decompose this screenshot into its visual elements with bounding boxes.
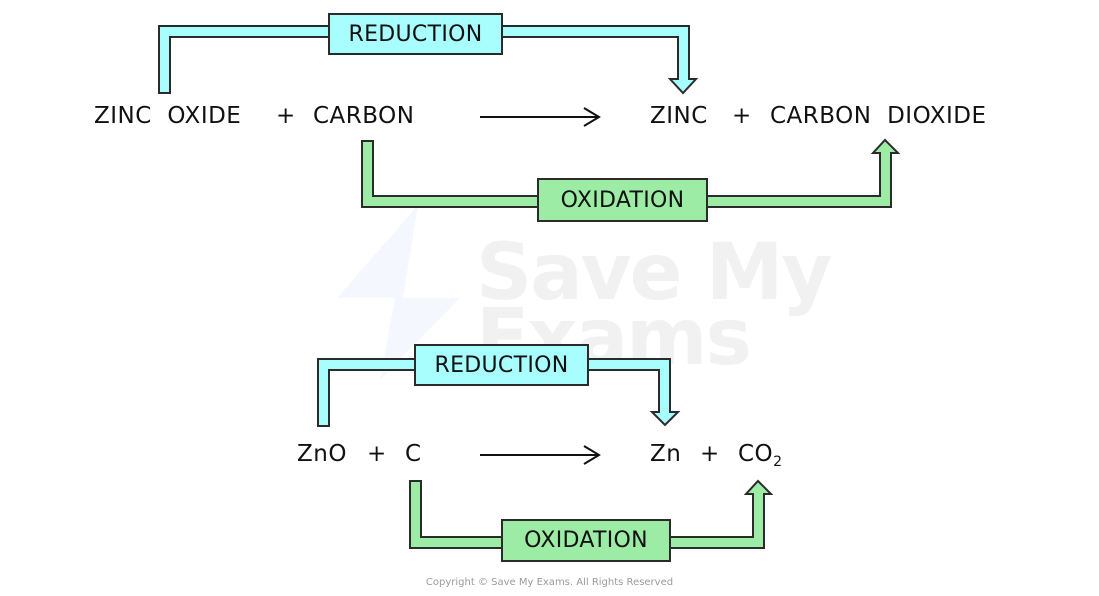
symbol-oxidation-arrow: [409, 479, 774, 549]
symbol-reactant-zno: ZnO: [297, 441, 347, 467]
symbol-reduction-arrow: [317, 358, 681, 427]
word-oxidation-label: OXIDATION: [537, 178, 708, 222]
symbol-oxidation-label: OXIDATION: [501, 519, 671, 562]
symbol-reaction-arrow: [480, 445, 601, 465]
symbol-reduction-label: REDUCTION: [414, 344, 589, 386]
symbol-reactant-c: C: [405, 441, 422, 467]
symbol-product-co2: CO2: [738, 441, 783, 470]
word-reactant-carbon: CARBON: [313, 103, 415, 129]
word-product-zinc: ZINC: [650, 103, 708, 129]
watermark-text-line1: Save My: [476, 228, 832, 318]
word-reactant-zinc-oxide: ZINC OXIDE: [94, 103, 242, 129]
word-plus-1: +: [276, 103, 296, 129]
symbol-product-zn: Zn: [650, 441, 682, 467]
word-product-carbon-dioxide: CARBON DIOXIDE: [770, 103, 987, 129]
word-reduction-arrow: [158, 25, 699, 95]
symbol-plus-1: +: [367, 441, 387, 467]
copyright-notice: Copyright © Save My Exams. All Rights Re…: [425, 577, 674, 588]
symbol-plus-2: +: [700, 441, 720, 467]
word-reaction-arrow: [480, 107, 601, 127]
word-plus-2: +: [732, 103, 752, 129]
co2-base: CO: [738, 441, 774, 467]
word-reduction-label: REDUCTION: [328, 13, 503, 55]
word-oxidation-arrow: [361, 138, 901, 208]
co2-subscript: 2: [773, 454, 783, 470]
